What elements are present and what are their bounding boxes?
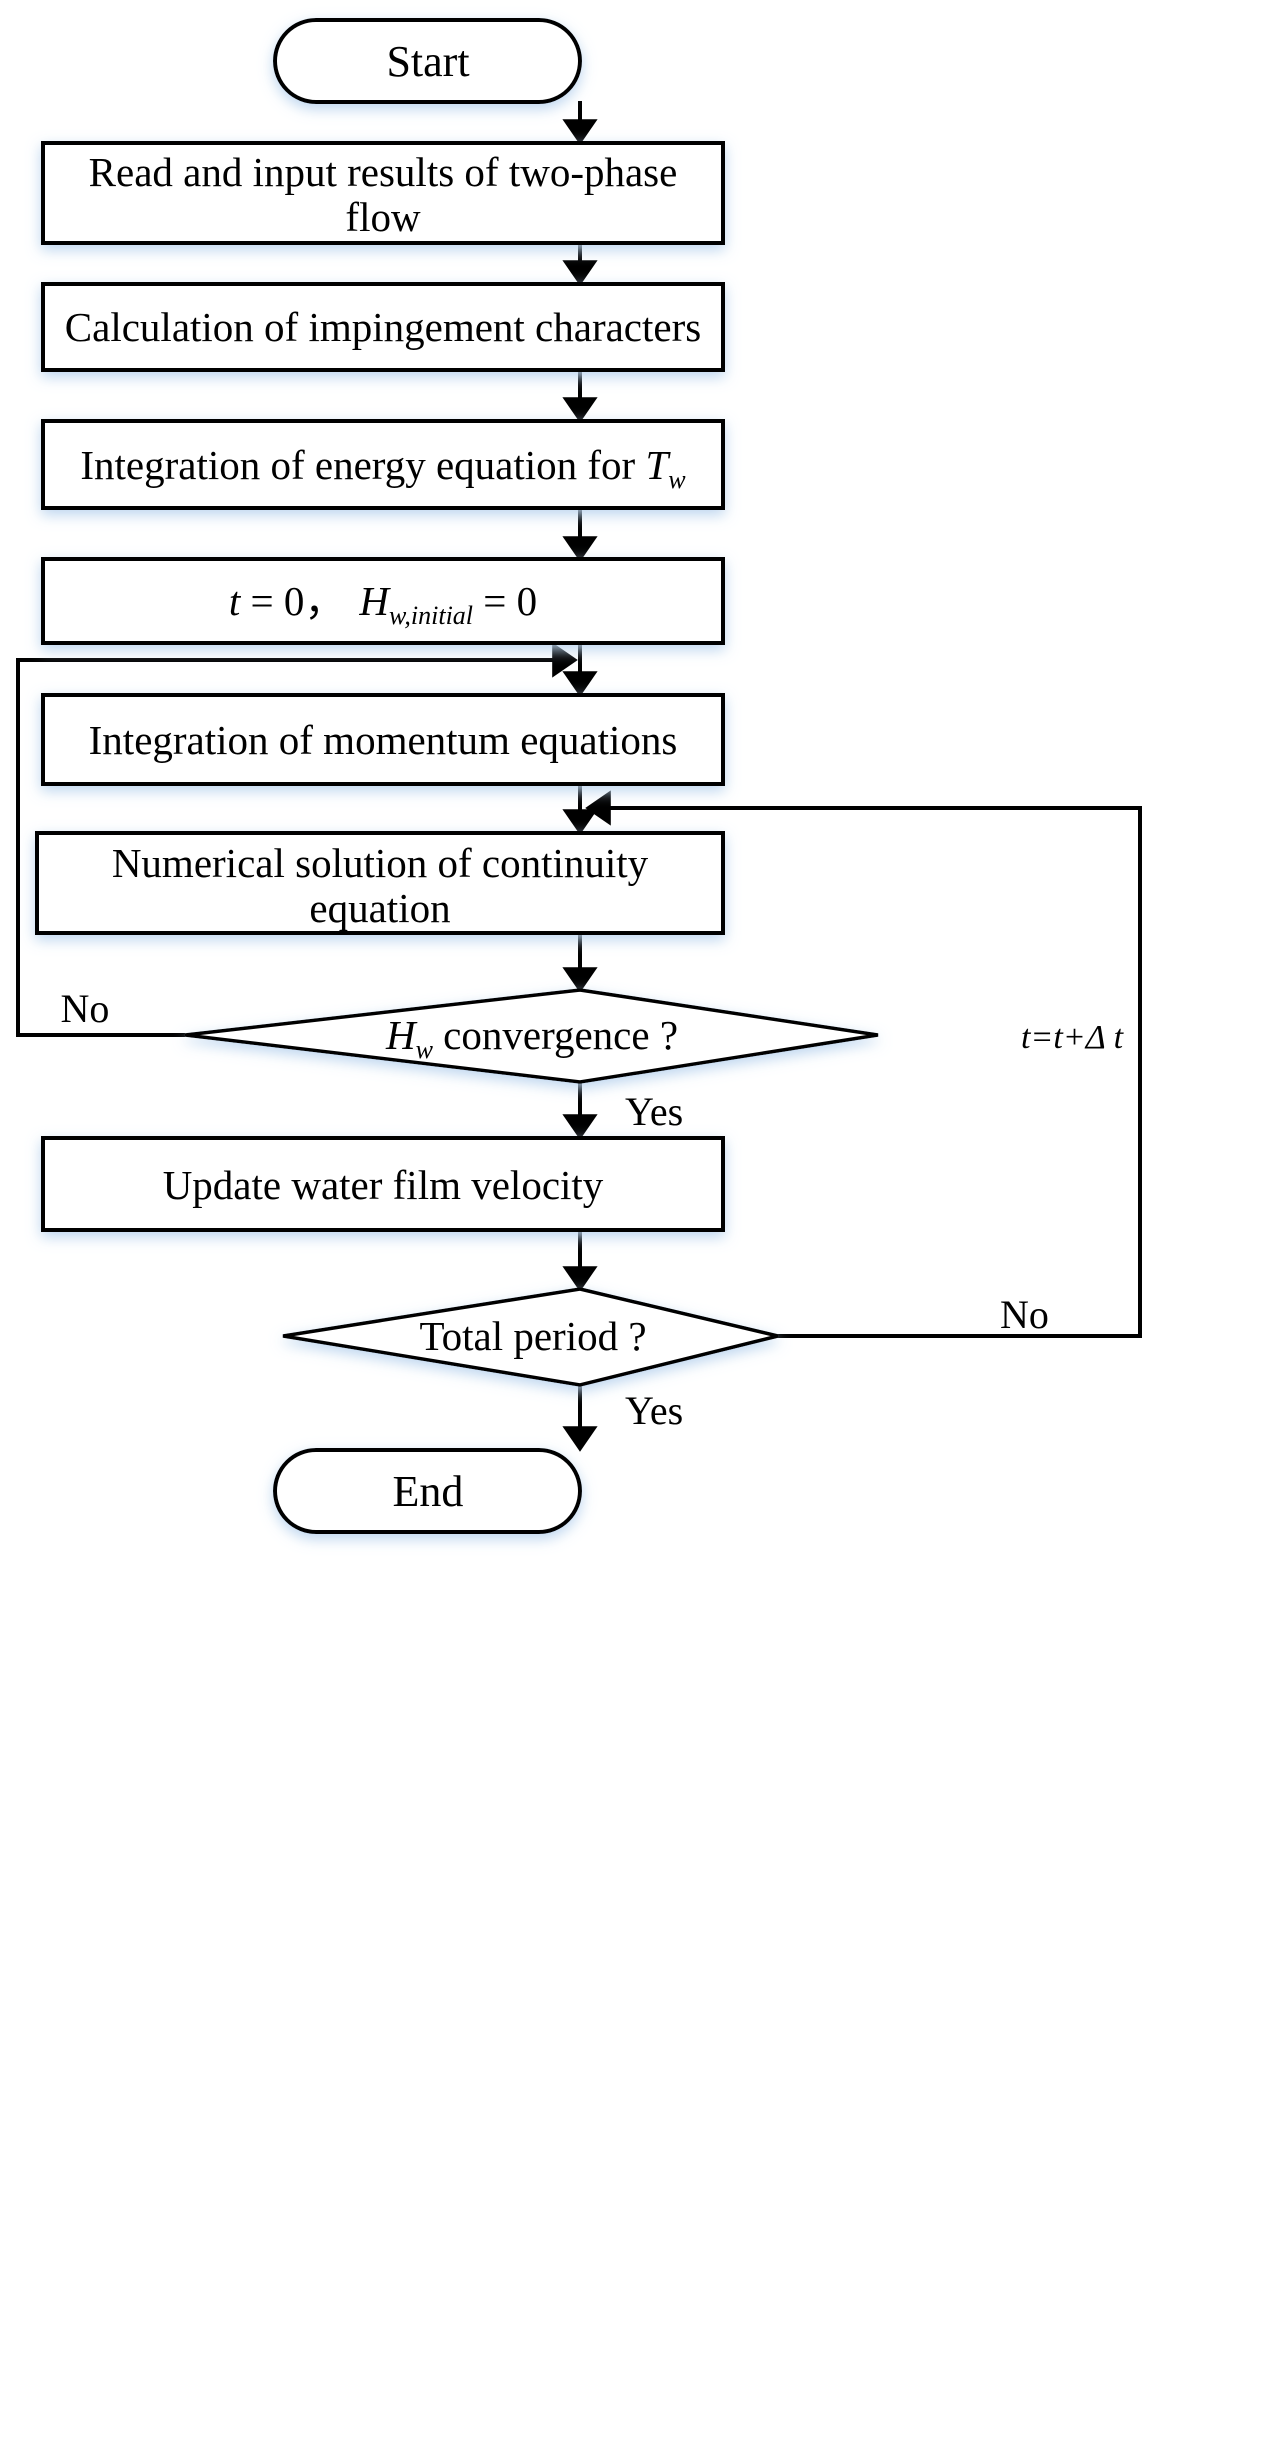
node-init-comma: ， <box>304 578 345 624</box>
edge-label-period-yes: Yes <box>625 1388 683 1433</box>
node-update-label: Update water film velocity <box>163 1162 604 1208</box>
edge-label-time-step: t=t+Δ t <box>1021 1019 1125 1056</box>
node-read <box>41 141 725 245</box>
node-impinge-label: Calculation of impingement characters <box>65 304 701 350</box>
node-convergence-rest: convergence ? <box>433 1012 678 1058</box>
node-init-var-t: t <box>229 578 242 624</box>
node-continuity-label-line2: equation <box>309 885 450 931</box>
node-init-math: t = 0，Hw,initial = 0 <box>229 578 537 630</box>
node-continuity <box>35 831 725 935</box>
node-end-label: End <box>393 1467 464 1516</box>
node-init-eq1: = 0 <box>240 578 304 624</box>
node-end <box>273 1448 582 1534</box>
node-start <box>273 18 582 104</box>
node-convergence-var: H <box>385 1012 418 1058</box>
node-update <box>41 1136 725 1232</box>
node-read-label-line1: Read and input results of two-phase <box>89 149 678 195</box>
node-convergence-sub: w <box>416 1035 434 1064</box>
node-init <box>41 557 725 645</box>
node-energy-label-text: Integration of energy equation for <box>80 442 645 488</box>
edge-label-convergence-yes: Yes <box>625 1089 683 1134</box>
edge-label-convergence-no: No <box>61 986 110 1031</box>
node-init-eq2: = 0 <box>473 578 537 624</box>
node-init-var-H: H <box>358 578 391 624</box>
node-impinge <box>41 282 725 372</box>
node-period-label: Total period ? <box>419 1313 646 1359</box>
edge-convergence-no-loop <box>16 642 578 1037</box>
node-energy-label: Integration of energy equation for Tw <box>80 442 686 494</box>
edge-label-period-no: No <box>1000 1292 1049 1337</box>
edge-period-no-loop <box>585 790 1142 1338</box>
node-init-sub: w,initial <box>389 601 473 630</box>
node-energy <box>41 419 725 510</box>
node-energy-label-var: T <box>645 442 671 488</box>
node-momentum <box>41 693 725 786</box>
node-period <box>282 1287 779 1387</box>
node-energy-label-sub: w <box>668 465 686 494</box>
node-start-label: Start <box>386 37 469 86</box>
node-momentum-label: Integration of momentum equations <box>89 717 678 763</box>
node-convergence <box>184 988 879 1084</box>
node-convergence-label: Hw convergence ? <box>385 1012 678 1064</box>
node-read-label-line2: flow <box>345 194 421 240</box>
node-continuity-label-line1: Numerical solution of continuity <box>112 840 649 886</box>
